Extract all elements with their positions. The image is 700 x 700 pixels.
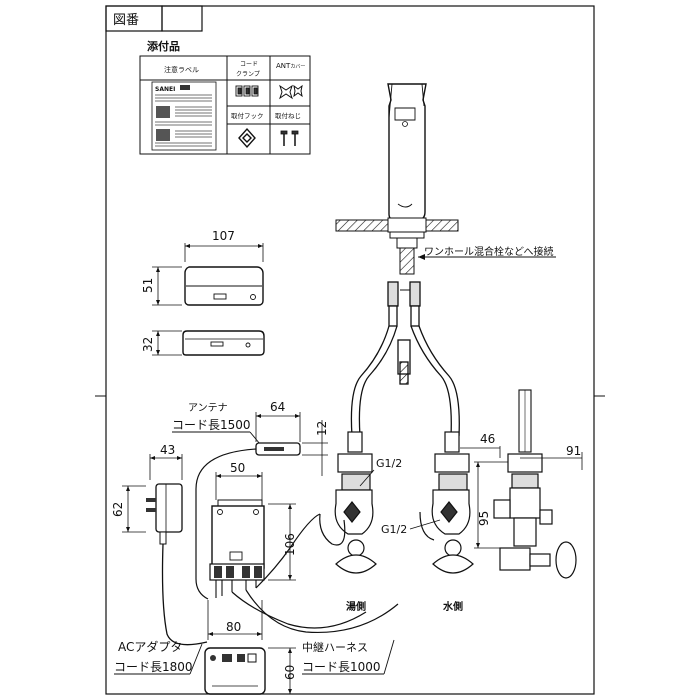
ant-column-header-small: カバー — [290, 64, 305, 70]
drawing-frame — [95, 5, 605, 695]
hook-column-header: 取付フック — [231, 111, 264, 120]
valve-side-view: 46 91 95 — [460, 389, 583, 579]
ant-cover-icon — [279, 84, 303, 100]
box-height-dimension: 106 — [283, 533, 297, 556]
connect-note-label: ワンホール混合栓などへ接続 — [424, 245, 554, 258]
supply-hoses — [350, 281, 460, 437]
hot-side-label: 湯側 — [346, 600, 366, 613]
drawing-number-label: 図番 — [113, 13, 139, 28]
box-width-dimension: 50 — [230, 461, 245, 475]
cold-thread-label: G1/2 — [381, 523, 407, 536]
ac-adapter: 43 62 ACアダプタ コード長1800 — [111, 443, 208, 675]
valve-height-dimension: 95 — [477, 511, 491, 526]
sensor-width-dimension: 107 — [212, 229, 235, 243]
ant-column-header: ANT — [276, 62, 291, 70]
adapter-label: ACアダプタ — [118, 639, 182, 654]
clamp-column-header-1: コード — [240, 61, 258, 68]
valve-reach-dimension: 91 — [566, 444, 581, 458]
screw-column-header: 取付ねじ — [275, 111, 301, 120]
antenna-label: アンテナ — [188, 402, 228, 414]
accessories-title: 添付品 — [147, 39, 180, 53]
antenna-unit: アンテナ コード長1500 64 12 — [172, 400, 329, 476]
hot-thread-label: G1/2 — [376, 457, 402, 470]
accessories-section: 添付品 注意ラベル コード クランプ ANTカバー 取付フック 取付ねじ SAN… — [139, 39, 311, 155]
cold-side-label: 水側 — [442, 600, 463, 613]
pad-height-dimension: 60 — [283, 665, 297, 680]
caution-label-brand: SANEI — [155, 86, 175, 93]
box-bottom-width-dimension: 80 — [226, 620, 241, 634]
mounting-screw-icon — [280, 130, 299, 146]
adapter-cord-label: コード長1800 — [114, 660, 193, 674]
sensor-depth-dimension: 32 — [141, 337, 155, 352]
sensor-unit-front-view: 107 51 — [141, 229, 264, 306]
receiver-unit-bottom: 60 — [204, 647, 297, 695]
cord-clamp-icon — [235, 85, 259, 97]
antenna-width-dimension: 64 — [270, 400, 285, 414]
svg-text:ANTカバー: ANTカバー — [276, 62, 305, 70]
label-column-header: 注意ラベル — [164, 65, 199, 74]
antenna-cord-label: コード長1500 — [172, 418, 251, 432]
sensor-unit-side-view: 32 — [141, 330, 265, 356]
clamp-column-header-2: クランプ — [236, 71, 260, 78]
faucet-body: ワンホール混合栓などへ接続 — [335, 83, 556, 291]
sensor-height-dimension: 51 — [141, 278, 155, 293]
mounting-hook-icon — [238, 127, 256, 149]
harness-label: 中継ハーネス — [302, 640, 368, 654]
control-box: 50 106 80 中継ハーネス コード長1000 — [195, 448, 435, 675]
cold-side-valve: G1/2 水側 — [381, 431, 474, 613]
title-block: 図番 — [105, 5, 203, 32]
harness-cord-label: コード長1000 — [302, 660, 381, 674]
adapter-width-dimension: 43 — [160, 443, 175, 457]
adapter-height-dimension: 62 — [111, 502, 125, 517]
antenna-height-dimension: 12 — [315, 421, 329, 436]
valve-offset-dimension: 46 — [480, 432, 495, 446]
caution-label-icon: SANEI — [151, 81, 217, 151]
hot-side-valve: G1/2 湯側 — [334, 431, 402, 613]
